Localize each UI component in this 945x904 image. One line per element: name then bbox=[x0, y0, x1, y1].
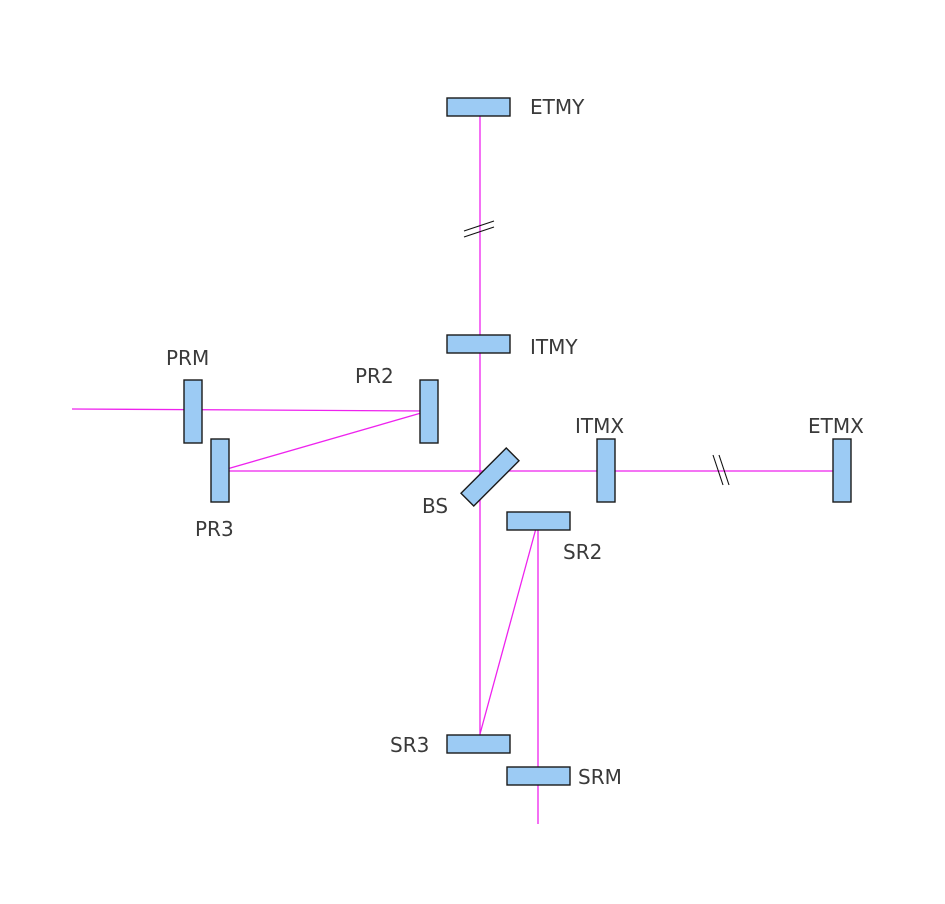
sr2-mirror bbox=[506, 511, 571, 531]
y-arm-break-mark bbox=[463, 220, 495, 232]
itmy-label: ITMY bbox=[530, 335, 578, 359]
mirror-labels: ETMY ITMY PRM PR2 PR3 BS ITMX ETMX SR2 S… bbox=[166, 95, 864, 789]
etmx-mirror bbox=[832, 438, 852, 503]
pr3-label: PR3 bbox=[195, 517, 234, 541]
prm-label: PRM bbox=[166, 346, 209, 370]
beam-pr2-to-pr3 bbox=[219, 410, 429, 472]
srm-mirror bbox=[506, 766, 571, 786]
x-arm-break-mark bbox=[718, 454, 730, 486]
sr3-label: SR3 bbox=[390, 733, 429, 757]
x-arm-break-mark bbox=[712, 454, 724, 486]
etmx-label: ETMX bbox=[808, 414, 864, 438]
pr2-mirror bbox=[419, 379, 439, 444]
etmy-mirror bbox=[446, 97, 511, 117]
prm-mirror bbox=[183, 379, 203, 444]
itmx-mirror bbox=[596, 438, 616, 503]
y-arm-break-mark bbox=[463, 226, 495, 238]
pr3-mirror bbox=[210, 438, 230, 503]
arm-break-markers bbox=[463, 220, 730, 486]
mirrors bbox=[183, 97, 852, 786]
beam-input bbox=[71, 408, 429, 412]
pr2-label: PR2 bbox=[355, 364, 394, 388]
bs-mirror bbox=[460, 447, 520, 507]
sr2-label: SR2 bbox=[563, 540, 602, 564]
itmx-label: ITMX bbox=[575, 414, 624, 438]
srm-label: SRM bbox=[578, 765, 622, 789]
sr3-mirror bbox=[446, 734, 511, 754]
etmy-label: ETMY bbox=[530, 95, 585, 119]
beam-paths bbox=[71, 108, 842, 824]
itmy-mirror bbox=[446, 334, 511, 354]
beam-sr3-to-sr2 bbox=[479, 520, 539, 735]
bs-label: BS bbox=[422, 494, 448, 518]
